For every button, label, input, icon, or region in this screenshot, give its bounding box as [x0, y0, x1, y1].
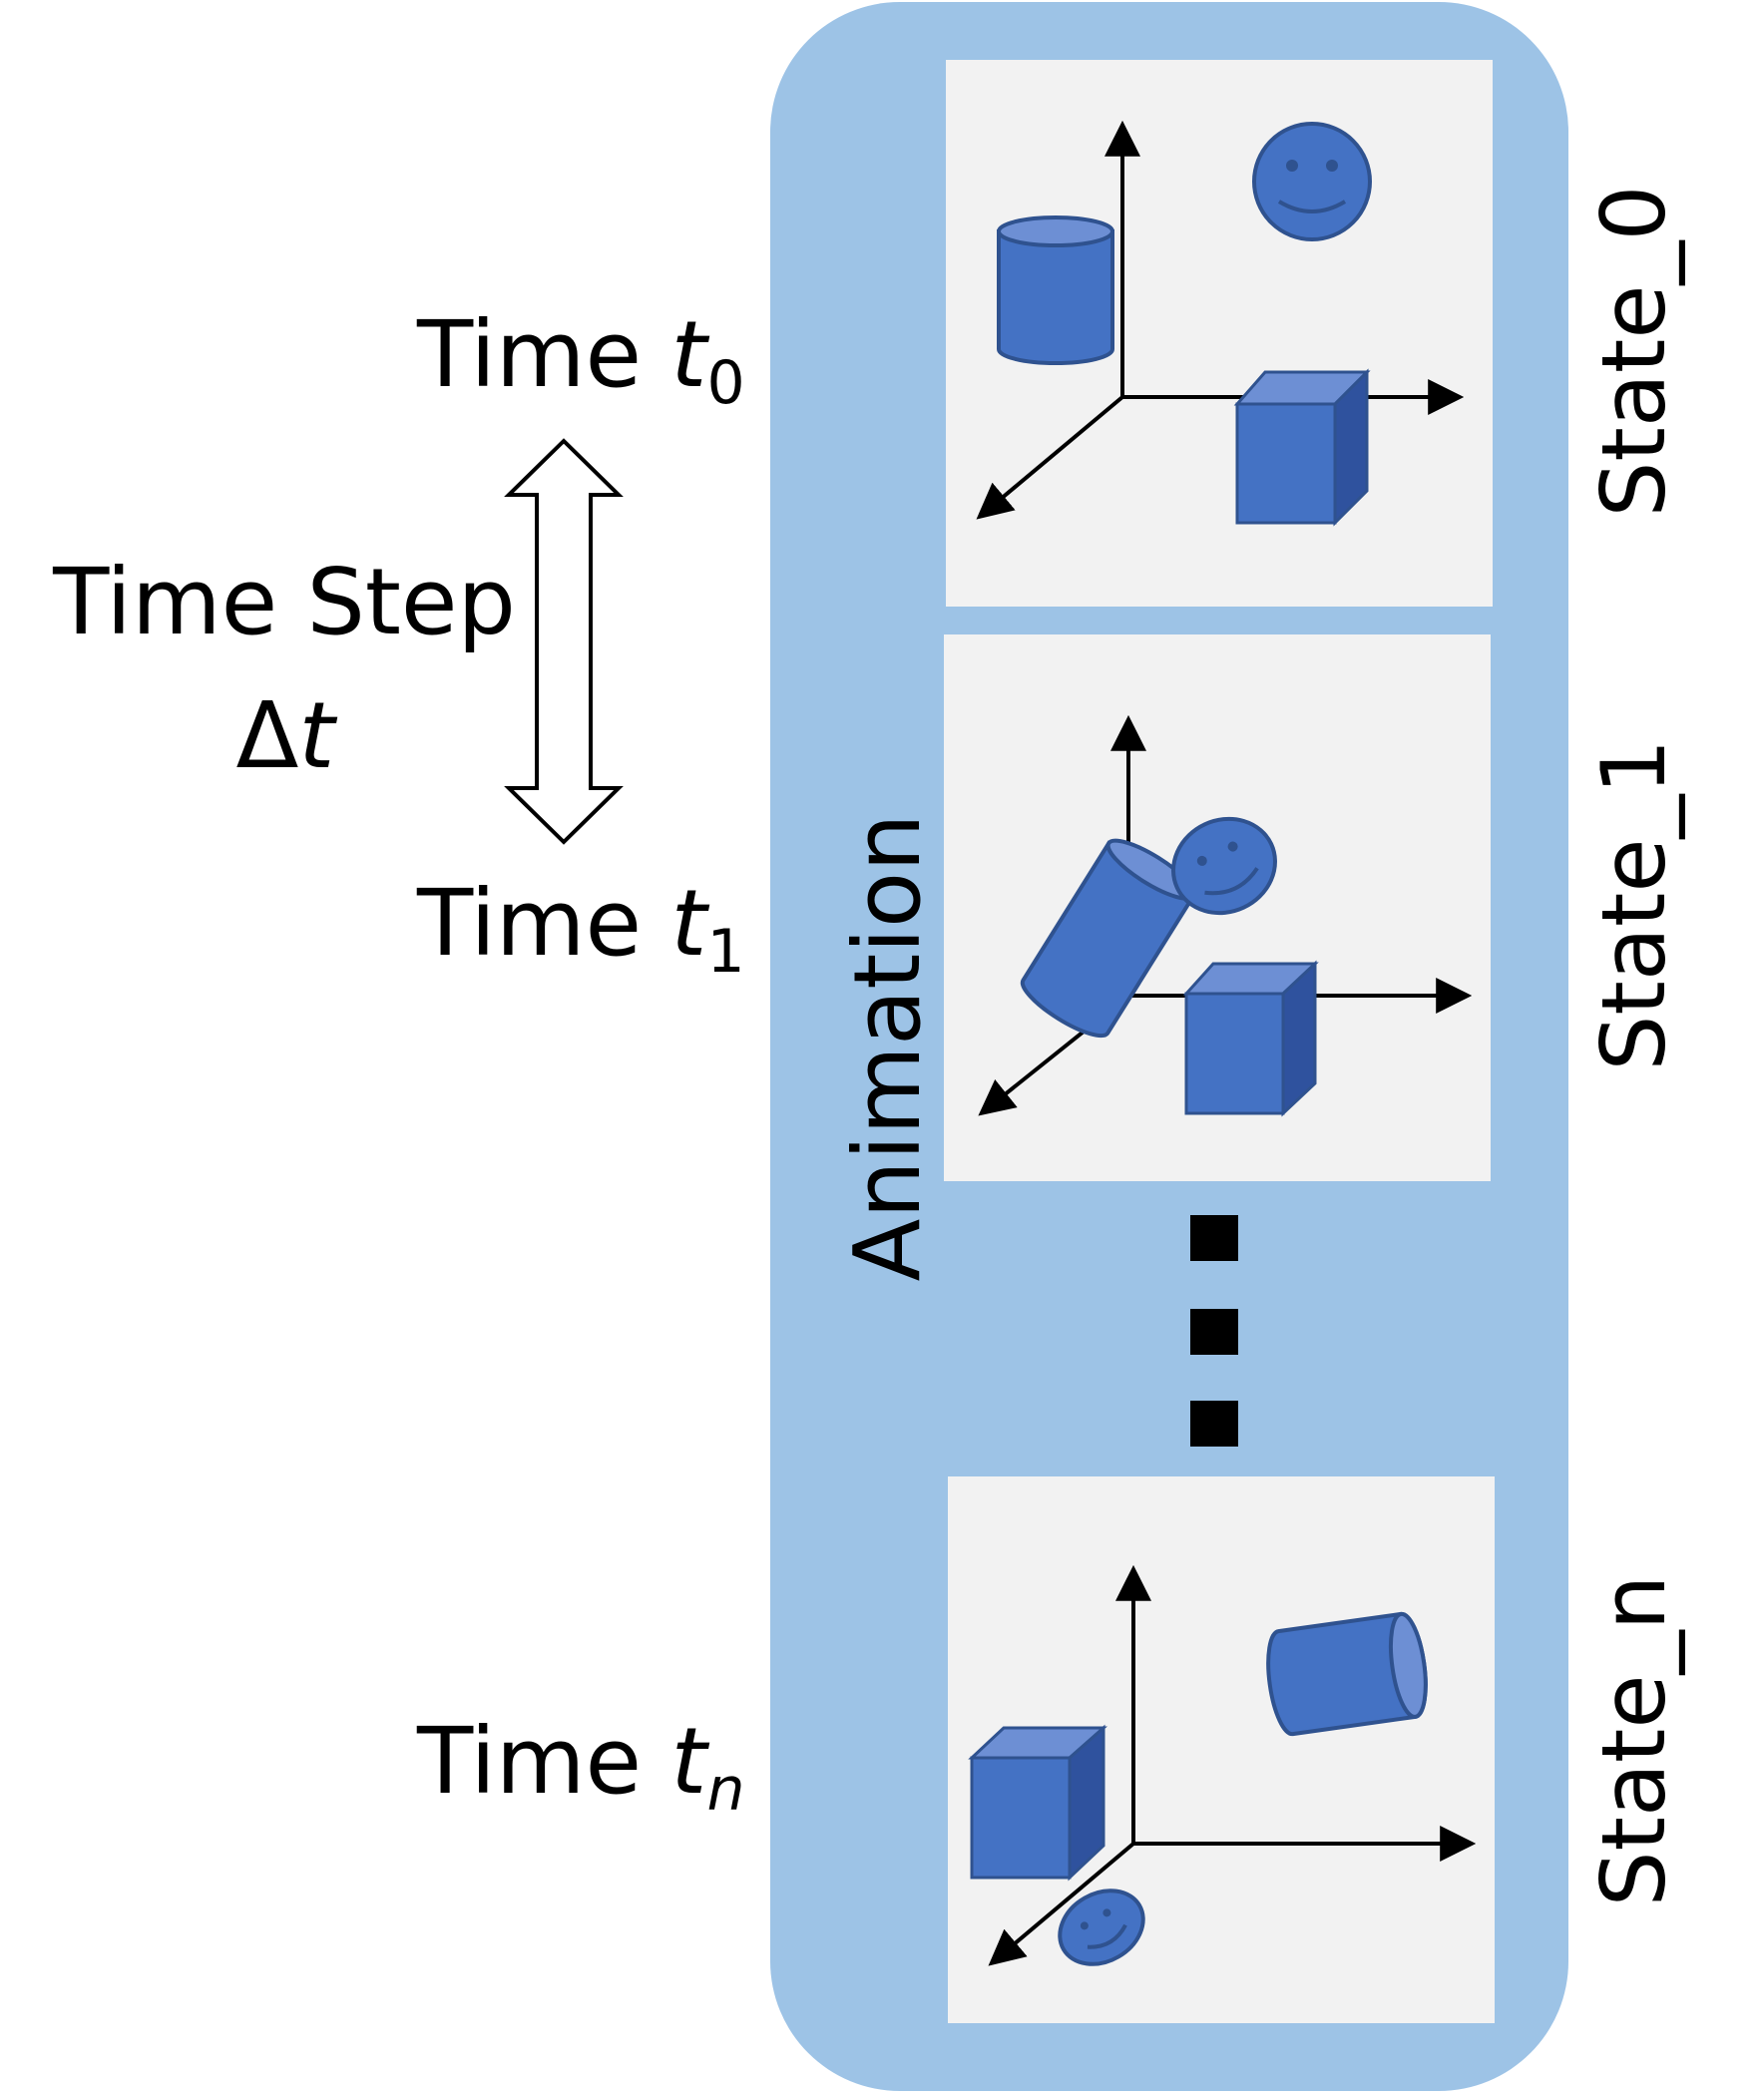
state-label-n: State_n	[1582, 1574, 1685, 1907]
delta-variable: t	[298, 682, 335, 789]
ellipsis-dot	[1190, 1401, 1238, 1447]
state-frame-n	[948, 1476, 1495, 2023]
ellipsis-dot	[1190, 1309, 1238, 1355]
smiley-icon	[1252, 122, 1372, 241]
time-variable: t	[670, 301, 707, 408]
time-label-prefix: Time	[417, 870, 671, 977]
time-step-title: Time Step	[50, 557, 519, 648]
delta-symbol: Δ	[235, 682, 299, 789]
time-label-prefix: Time	[417, 1708, 671, 1815]
double-arrow-icon	[504, 438, 624, 845]
time-subscript: n	[706, 1754, 745, 1825]
time-subscript: 1	[706, 916, 745, 987]
time-label-t0: Time t0	[417, 309, 745, 413]
time-label-tn: Time tn	[417, 1716, 745, 1820]
smiley-icon	[1058, 1888, 1145, 1966]
ellipsis-dot	[1190, 1215, 1238, 1261]
cube-icon	[1182, 960, 1319, 1117]
state-frame-1	[944, 634, 1491, 1181]
cube-icon	[1233, 368, 1371, 527]
animation-label: Animation	[834, 813, 941, 1282]
time-variable: t	[670, 870, 707, 977]
state-label-0: State_0	[1582, 185, 1685, 518]
time-label-t1: Time t1	[417, 878, 745, 982]
cube-icon	[968, 1724, 1107, 1882]
smiley-icon	[1171, 816, 1277, 916]
state-0-scene	[976, 120, 1465, 527]
cylinder-icon	[997, 215, 1114, 365]
cylinder-icon	[1020, 838, 1196, 1039]
time-subscript: 0	[706, 347, 745, 418]
cylinder-icon	[1266, 1611, 1428, 1737]
state-n-scene	[968, 1564, 1477, 1966]
state-label-1: State_1	[1582, 738, 1685, 1071]
time-step-delta: Δt	[235, 690, 335, 782]
state-frame-0	[946, 60, 1493, 607]
state-1-scene	[978, 714, 1473, 1117]
time-label-prefix: Time	[417, 301, 671, 408]
time-variable: t	[670, 1708, 707, 1815]
axes-icon	[988, 1564, 1477, 1966]
time-step-text: Time Step	[53, 549, 516, 655]
